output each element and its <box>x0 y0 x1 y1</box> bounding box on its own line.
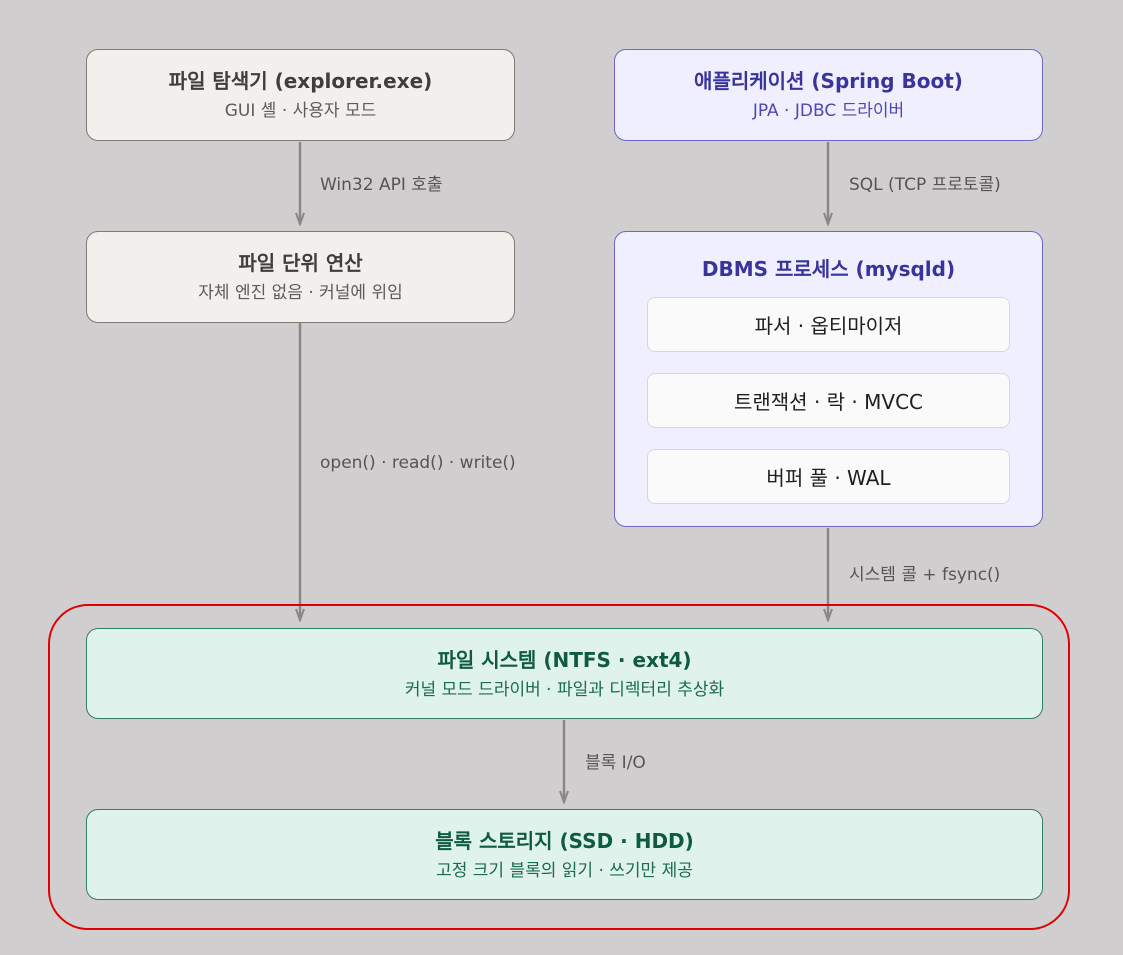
edge-label-posix: open() · read() · write() <box>320 453 516 473</box>
block-storage-title: 블록 스토리지 (SSD · HDD) <box>435 828 694 853</box>
app-node: 애플리케이션 (Spring Boot) JPA · JDBC 드라이버 <box>614 49 1043 141</box>
edge-label-win32: Win32 API 호출 <box>320 175 443 195</box>
filesystem-subtitle: 커널 모드 드라이버 · 파일과 디렉터리 추상화 <box>404 679 725 700</box>
edge-label-syscall: 시스템 콜 + fsync() <box>849 565 1001 585</box>
dbms-component-buffer: 버퍼 풀 · WAL <box>647 449 1010 504</box>
block-storage-node: 블록 스토리지 (SSD · HDD) 고정 크기 블록의 읽기 · 쓰기만 제… <box>86 809 1043 900</box>
explorer-node: 파일 탐색기 (explorer.exe) GUI 셸 · 사용자 모드 <box>86 49 515 141</box>
kernel-storage-highlight <box>48 604 1070 930</box>
explorer-title: 파일 탐색기 (explorer.exe) <box>168 69 433 93</box>
explorer-subtitle: GUI 셸 · 사용자 모드 <box>224 101 377 121</box>
file-ops-title: 파일 단위 연산 <box>238 251 363 275</box>
file-ops-node: 파일 단위 연산 자체 엔진 없음 · 커널에 위임 <box>86 231 515 323</box>
app-title: 애플리케이션 (Spring Boot) <box>694 69 963 93</box>
dbms-component-transaction: 트랜잭션 · 락 · MVCC <box>647 373 1010 428</box>
edge-label-block-io: 블록 I/O <box>585 753 646 773</box>
edge-label-sql: SQL (TCP 프로토콜) <box>849 175 1001 195</box>
dbms-title: DBMS 프로세스 (mysqld) <box>701 257 956 281</box>
file-ops-subtitle: 자체 엔진 없음 · 커널에 위임 <box>198 283 403 303</box>
filesystem-title: 파일 시스템 (NTFS · ext4) <box>437 647 692 672</box>
dbms-component-parser: 파서 · 옵티마이저 <box>647 297 1010 352</box>
block-storage-subtitle: 고정 크기 블록의 읽기 · 쓰기만 제공 <box>436 860 693 881</box>
filesystem-node: 파일 시스템 (NTFS · ext4) 커널 모드 드라이버 · 파일과 디렉… <box>86 628 1043 719</box>
app-subtitle: JPA · JDBC 드라이버 <box>752 101 905 121</box>
